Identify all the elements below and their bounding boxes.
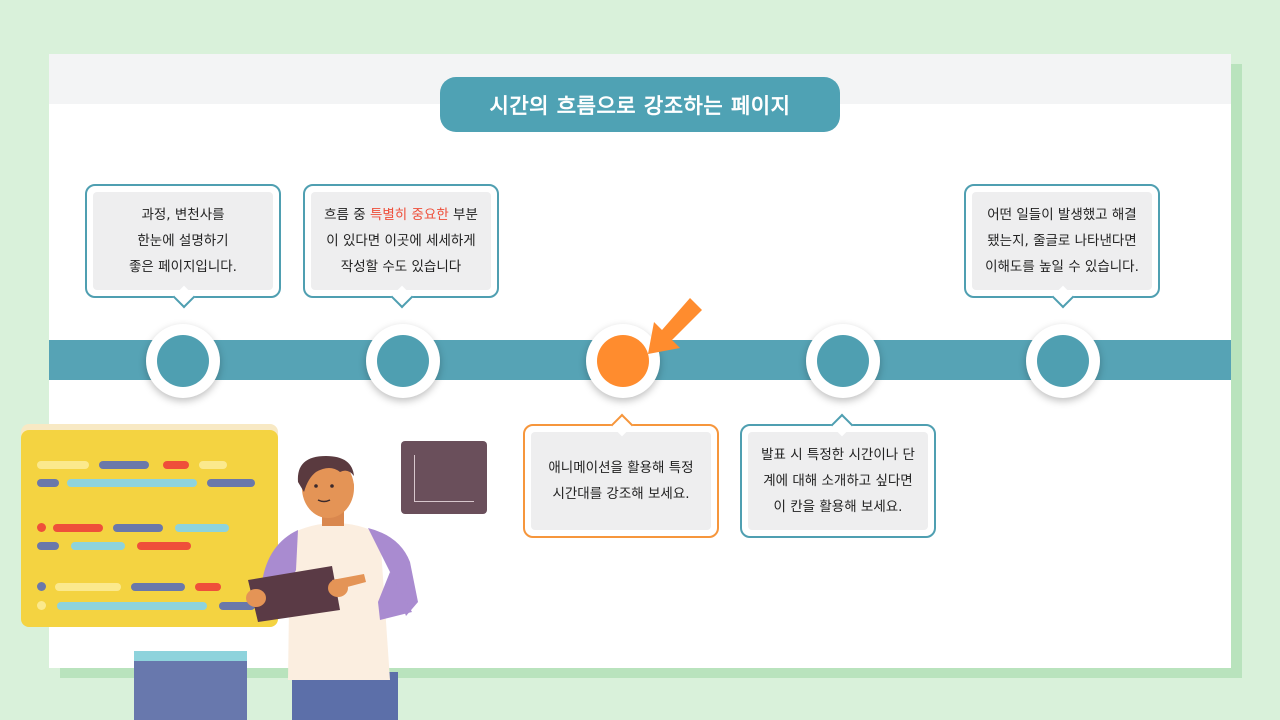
- note-5-line-3: 이해도를 높일 수 있습니다.: [985, 259, 1139, 275]
- note-3-line-2: 시간대를 강조해 보세요.: [552, 486, 690, 502]
- timeline-node-1[interactable]: [146, 324, 220, 398]
- timeline-note-4: 발표 시 특정한 시간이나 단 계에 대해 소개하고 싶다면 이 칸을 활용해 …: [740, 413, 936, 538]
- timeline-node-2[interactable]: [366, 324, 440, 398]
- timeline-note-2: 흐름 중 특별히 중요한 부분 이 있다면 이곳에 세세하게 작성할 수도 있습…: [303, 184, 499, 309]
- note-5-line-2: 됐는지, 줄글로 나타낸다면: [987, 233, 1137, 249]
- code-board-illustration: [21, 430, 278, 627]
- note-5-line-1: 어떤 일들이 발생했고 해결: [987, 207, 1137, 223]
- timeline-note-1: 과정, 변천사를 한눈에 설명하기 좋은 페이지입니다.: [85, 184, 281, 309]
- note-1-line-2: 한눈에 설명하기: [137, 233, 229, 249]
- arrow-pointer-icon: [648, 298, 702, 354]
- timeline-note-5: 어떤 일들이 발생했고 해결 됐는지, 줄글로 나타낸다면 이해도를 높일 수 …: [964, 184, 1160, 309]
- note-4-line-2: 계에 대해 소개하고 싶다면: [763, 473, 913, 489]
- timeline-node-5[interactable]: [1026, 324, 1100, 398]
- note-4-line-1: 발표 시 특정한 시간이나 단: [761, 447, 915, 463]
- page-title: 시간의 흐름으로 강조하는 페이지: [440, 77, 840, 132]
- note-2-line-3: 작성할 수도 있습니다: [340, 259, 462, 275]
- person-with-tablet-illustration: [246, 456, 418, 720]
- note-3-line-1: 애니메이션을 활용해 특정: [548, 460, 694, 476]
- stand-top-illustration: [134, 651, 247, 661]
- timeline-note-3: 애니메이션을 활용해 특정 시간대를 강조해 보세요.: [523, 413, 719, 538]
- note-1-line-1: 과정, 변천사를: [141, 207, 225, 223]
- chart-frame-illustration: [401, 441, 487, 514]
- stand-illustration: [134, 651, 247, 720]
- note-2-line-1: 흐름 중 특별히 중요한 부분: [324, 207, 478, 223]
- timeline-node-4[interactable]: [806, 324, 880, 398]
- note-2-emphasis: 특별히 중요한: [369, 207, 449, 223]
- note-1-line-3: 좋은 페이지입니다.: [129, 259, 237, 275]
- note-4-line-3: 이 칸을 활용해 보세요.: [773, 499, 903, 515]
- timeline-node-3-highlight[interactable]: [586, 324, 660, 398]
- note-2-line-2: 이 있다면 이곳에 세세하게: [326, 233, 476, 249]
